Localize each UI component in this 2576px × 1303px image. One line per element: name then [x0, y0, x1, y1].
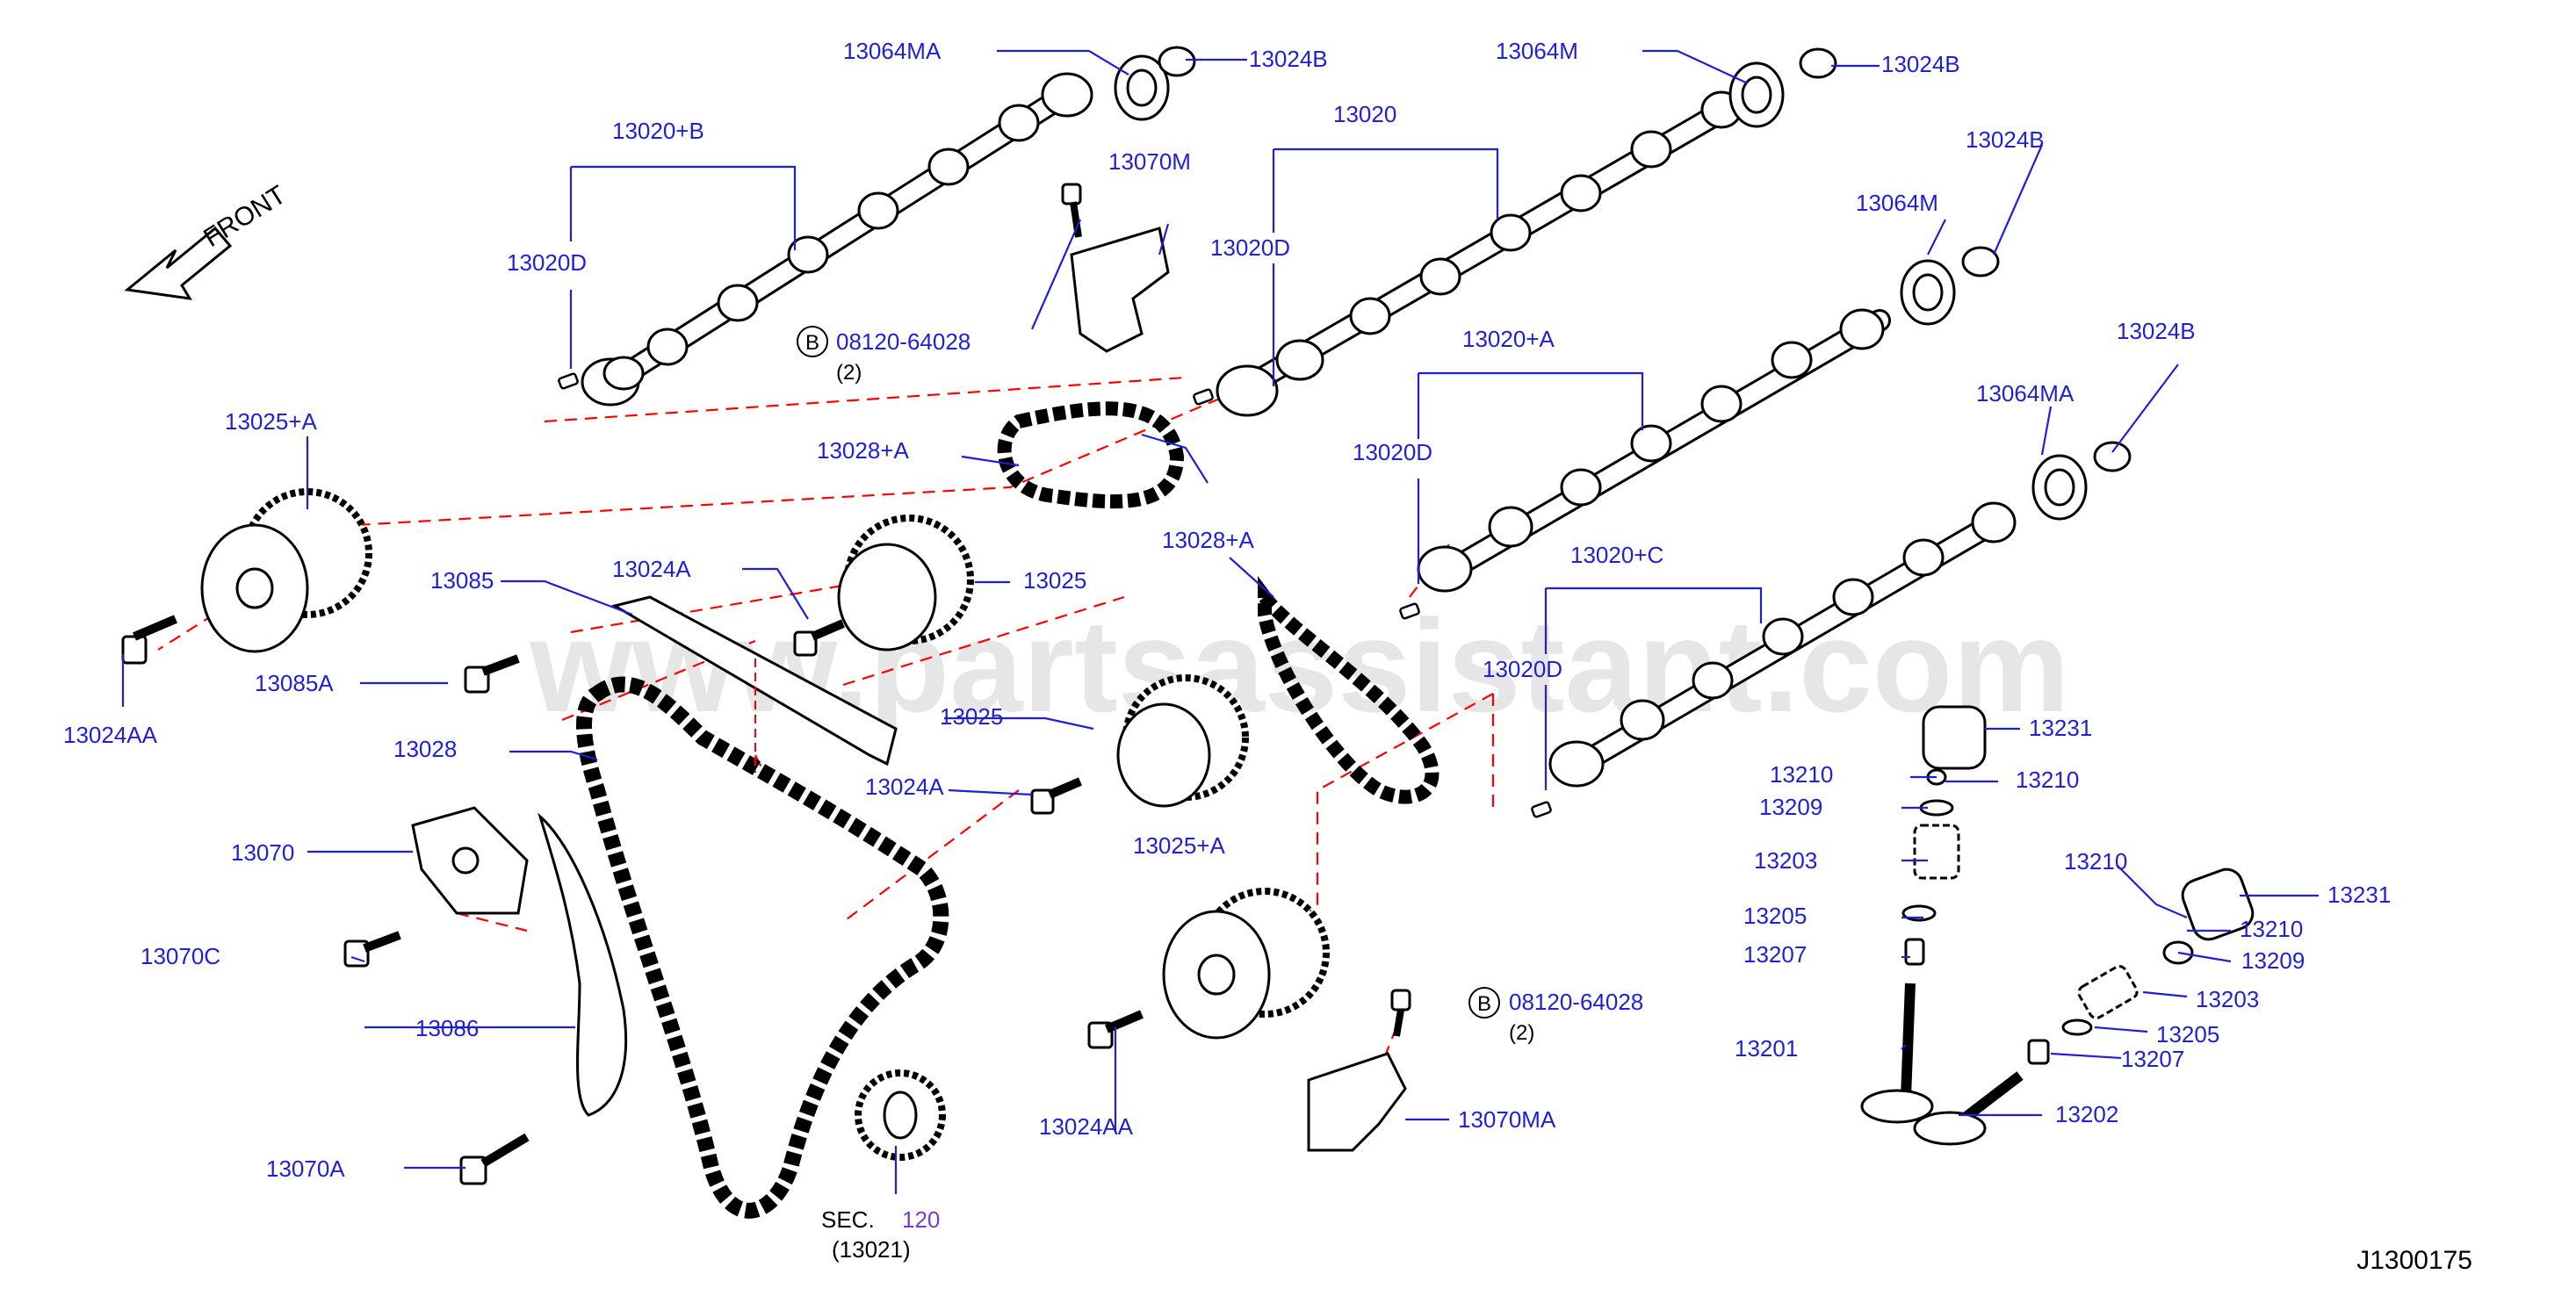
sec-prefix: SEC. [821, 1206, 875, 1233]
camshaft-13020-plus-c [1548, 501, 2017, 788]
part-label: 13231 [2327, 882, 2391, 908]
part-label: 13028+A [817, 437, 909, 464]
part-label: 13028 [393, 736, 457, 762]
part-label: 13209 [2241, 947, 2305, 974]
part-label: 13024AA [63, 722, 158, 748]
circle-b-letter: B [1477, 992, 1491, 1016]
part-label: 13205 [1743, 903, 1807, 929]
tensioner-13070 [411, 806, 529, 915]
part-label: 13028+A [1162, 527, 1254, 553]
part-label: 13020+C [1570, 542, 1663, 568]
chain-guide-13085 [611, 595, 898, 773]
part-label: 13085A [255, 670, 334, 696]
part-label: 13064M [1496, 38, 1578, 64]
part-label: 13070A [266, 1155, 345, 1182]
part-label: 13024B [1966, 126, 2045, 153]
tensioner-13070ma [1307, 1052, 1407, 1152]
part-label: 13020 [1333, 101, 1396, 127]
part-label: 13231 [2029, 715, 2092, 741]
part-label: 13020D [1353, 439, 1432, 465]
part-label: 13020+B [612, 118, 704, 144]
part-label: 13020+A [1462, 326, 1555, 352]
part-label: 13210 [2016, 767, 2079, 793]
part-label: 13024B [2117, 318, 2196, 344]
part-label: 13064M [1856, 190, 1938, 216]
circle-b-icon [1468, 987, 1500, 1019]
bolts [121, 183, 1411, 1185]
sec-number: 120 [902, 1206, 940, 1233]
part-label: 13085 [430, 567, 494, 594]
part-label: 13070MA [1458, 1106, 1556, 1133]
part-label: 13025+A [225, 408, 317, 435]
part-label: 13025 [940, 703, 1003, 730]
bolt-quantity: (2) [1509, 1021, 1534, 1045]
sec-sub: (13021) [832, 1236, 911, 1263]
part-label: 13202 [2055, 1101, 2118, 1127]
part-labels: 13064MA 13024B 13064M 13024B 13020+B 130… [63, 38, 2391, 1182]
part-label: 13086 [415, 1015, 479, 1041]
part-label: 13020D [1483, 656, 1562, 682]
tensioner-13070m [1070, 227, 1170, 353]
dowel-pins [558, 372, 1552, 818]
primary-timing-chain [576, 676, 949, 1219]
front-label: FRONT [198, 180, 291, 253]
bolt-part-number: 08120-64028 [1509, 989, 1643, 1015]
part-label: 13070M [1108, 148, 1191, 175]
part-label: 13205 [2156, 1021, 2219, 1047]
part-label: 13070C [141, 943, 220, 969]
camshaft-13020-plus-b [581, 72, 1093, 407]
bolt-callout-upper: B 08120-64028 (2) [797, 326, 971, 385]
part-label: 13203 [2196, 986, 2259, 1012]
camshaft-13020 [1216, 85, 1759, 417]
diagram-ref-number: J1300175 [2356, 1246, 2472, 1275]
part-label: 13209 [1759, 794, 1822, 820]
part-label: 13025+A [1133, 832, 1225, 859]
part-label: 13025 [1023, 567, 1086, 594]
part-label: 13207 [2121, 1046, 2184, 1072]
front-arrow-icon: FRONT [124, 180, 291, 300]
part-label: 13207 [1743, 941, 1807, 968]
secondary-chains [997, 401, 1440, 804]
part-label: 13020D [507, 249, 587, 276]
valvetrain-parts [1860, 705, 2255, 1146]
part-label: 13210 [2240, 916, 2303, 942]
tensioner-arm-13086 [538, 812, 628, 1117]
sprockets [200, 488, 1330, 1161]
part-label: 13024B [1881, 51, 1960, 77]
circle-b-icon [797, 326, 828, 357]
part-label: 13203 [1754, 847, 1817, 874]
part-label: 13210 [1770, 761, 1833, 788]
bolt-callout-lower: B 08120-64028 (2) [1468, 987, 1643, 1045]
leader-lines [121, 49, 2319, 1194]
bolt-quantity: (2) [836, 361, 862, 385]
circle-b-letter: B [805, 331, 819, 355]
camshaft-13020-plus-a [1417, 308, 1891, 593]
part-label: 13064MA [1976, 380, 2075, 407]
part-label: 13024A [612, 556, 691, 582]
part-label: 13064MA [843, 38, 942, 64]
part-label: 13210 [2064, 848, 2127, 875]
section-reference: SEC. 120 (13021) [821, 1206, 940, 1263]
cam-end-covers [1114, 46, 2132, 521]
part-label: 13024A [865, 774, 944, 800]
part-label: 13020D [1210, 234, 1290, 261]
part-label: 13024AA [1039, 1113, 1134, 1140]
part-label: 13024B [1249, 46, 1328, 72]
bolt-part-number: 08120-64028 [836, 328, 971, 355]
part-label: 13201 [1735, 1035, 1798, 1062]
part-label: 13070 [231, 839, 294, 866]
